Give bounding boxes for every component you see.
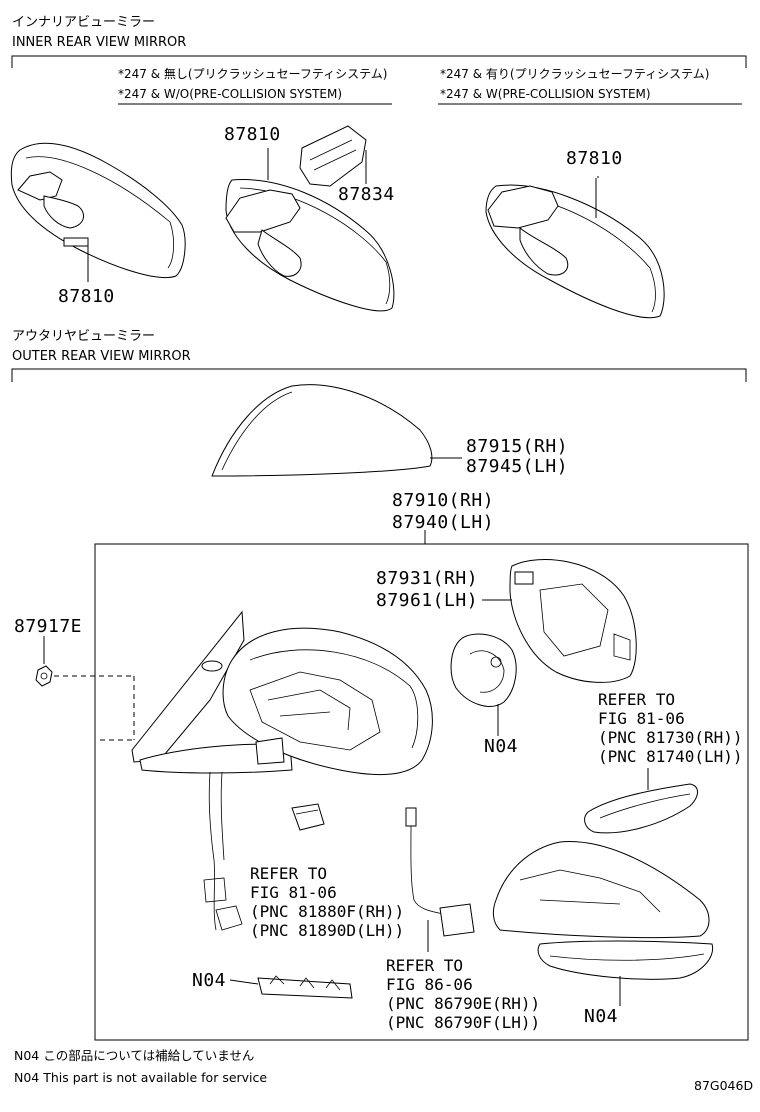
variant-wo-jp: *247 & 無し(プリクラッシュセーフティシステム) xyxy=(118,67,388,81)
part-87915: 87915(RH) xyxy=(466,436,569,457)
part-n04-cover: N04 xyxy=(584,1006,619,1027)
part-n04-bracket: N04 xyxy=(192,970,227,991)
footer-note-en: N04 This part is not available for servi… xyxy=(14,1070,268,1085)
part-87810-b: 87810 xyxy=(224,124,281,145)
part-87810-c: 87810 xyxy=(566,148,623,169)
lower-cover-sketch xyxy=(492,841,714,1006)
footer-note-jp: N04 この部品については補給していません xyxy=(14,1048,255,1063)
variant-wo-en: *247 & W/O(PRE-COLLISION SYSTEM) xyxy=(118,87,343,101)
inner-mirror-w-sketch xyxy=(485,178,665,319)
part-87961: 87961(LH) xyxy=(376,590,479,611)
bracket-sketch xyxy=(229,975,353,999)
inner-mirror-wo-with-cover-sketch xyxy=(225,125,395,312)
mirror-housing-sketch xyxy=(131,610,433,931)
inner-section-bracket xyxy=(11,55,747,68)
turn-signal-sketch xyxy=(584,768,698,834)
part-87810-a: 87810 xyxy=(58,286,115,307)
part-87917e: 87917E xyxy=(14,616,83,637)
inner-mirror-wo-sketch xyxy=(10,142,186,282)
variant-w-jp: *247 & 有り(プリクラッシュセーフティシステム) xyxy=(440,67,710,81)
part-87931: 87931(RH) xyxy=(376,568,479,589)
outer-assembly-box xyxy=(94,543,749,1041)
outer-mirror-cover-sketch xyxy=(211,384,462,477)
inner-title-en: INNER REAR VIEW MIRROR xyxy=(12,35,187,50)
ref-fig-86-06-harness: REFER TO FIG 86-06 (PNC 86790E(RH)) (PNC… xyxy=(386,956,541,1032)
ref-fig-81-06-signal: REFER TO FIG 81-06 (PNC 81730(RH)) (PNC … xyxy=(598,690,743,766)
inner-title-jp: インナリアビューミラー xyxy=(12,15,156,30)
nut-87917e-sketch xyxy=(35,636,135,741)
illustration-code: 87G046D xyxy=(694,1078,754,1093)
ref-fig-81-06-lamp: REFER TO FIG 81-06 (PNC 81880F(RH)) (PNC… xyxy=(250,864,405,940)
actuator-sketch xyxy=(450,633,517,736)
part-87940: 87940(LH) xyxy=(392,512,495,533)
variant-w-en: *247 & W(PRE-COLLISION SYSTEM) xyxy=(440,87,651,101)
mirror-glass-sketch xyxy=(482,559,637,683)
courtesy-lamp-sketch xyxy=(291,803,325,831)
part-87910: 87910(RH) xyxy=(392,490,495,511)
part-87834: 87834 xyxy=(338,184,395,205)
outer-title-jp: アウタリヤビューミラー xyxy=(12,329,156,344)
outer-section-bracket xyxy=(11,368,747,382)
harness-sketch xyxy=(405,807,475,952)
part-n04-actuator: N04 xyxy=(484,736,519,757)
part-87945: 87945(LH) xyxy=(466,456,569,477)
outer-title-en: OUTER REAR VIEW MIRROR xyxy=(12,349,191,364)
